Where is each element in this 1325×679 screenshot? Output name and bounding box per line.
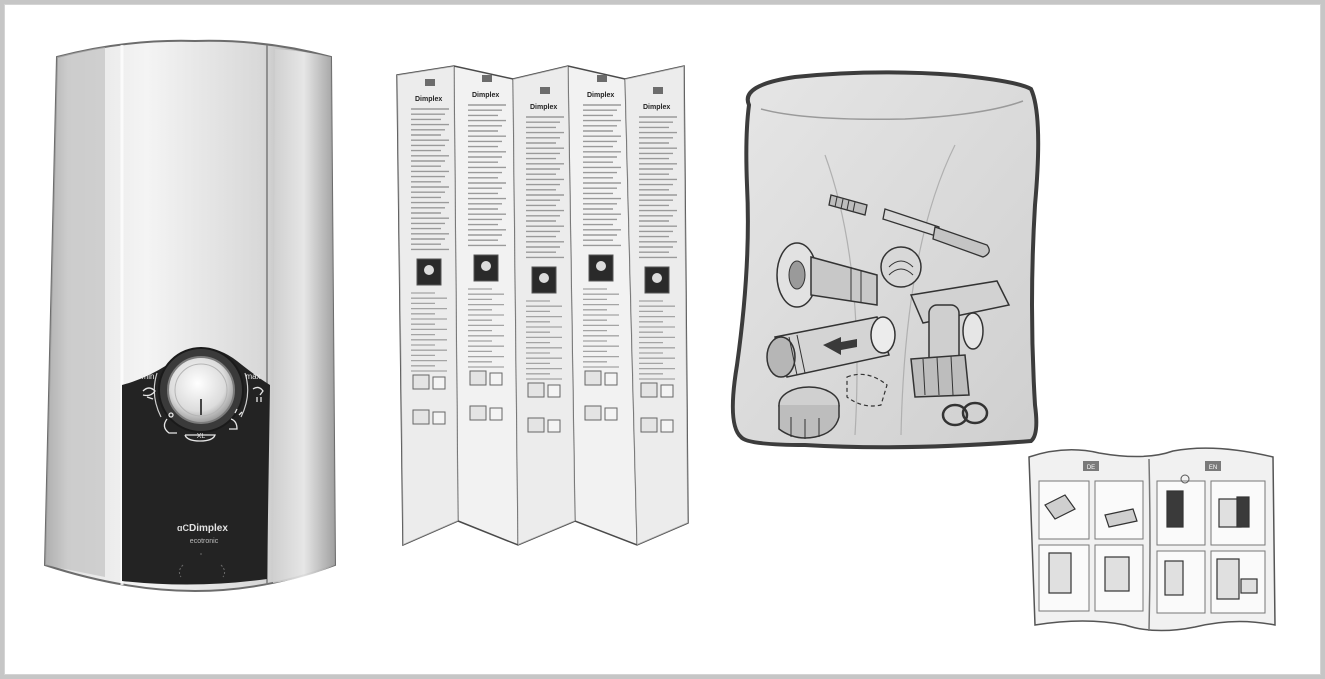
scope-of-delivery-illustration: min max XL ɑC Dimplex ecotronic <box>5 5 1322 676</box>
booklet-tab-left-label: DE <box>1087 465 1095 471</box>
temperature-dial[interactable] <box>159 348 243 432</box>
leaflet-brand-text: Dimplex <box>530 104 557 111</box>
dial-max-label: max <box>245 372 260 381</box>
dial-min-label: min <box>142 372 155 381</box>
leaflet-brand-text: Dimplex <box>643 104 670 111</box>
heater-brand-text: Dimplex <box>189 523 228 534</box>
leaflet-brand-text: Dimplex <box>415 96 442 103</box>
leaflet-brand-text: Dimplex <box>472 92 499 99</box>
water-heater-unit: min max XL ɑC Dimplex ecotronic <box>45 41 335 591</box>
booklet-tab-right-label: EN <box>1209 465 1217 471</box>
dial-xl-label: XL <box>197 433 206 440</box>
heater-model-text: ecotronic <box>190 538 219 545</box>
accessory-bag <box>733 72 1038 447</box>
illustration-frame: min max XL ɑC Dimplex ecotronic <box>4 4 1321 675</box>
cap-nut-icon <box>779 387 839 439</box>
installation-booklet: DE EN <box>1029 448 1275 631</box>
svg-text:ɑC: ɑC <box>177 523 189 533</box>
leaflet-brand-text: Dimplex <box>587 92 614 99</box>
dimplex-logo: ɑC Dimplex <box>177 523 228 534</box>
